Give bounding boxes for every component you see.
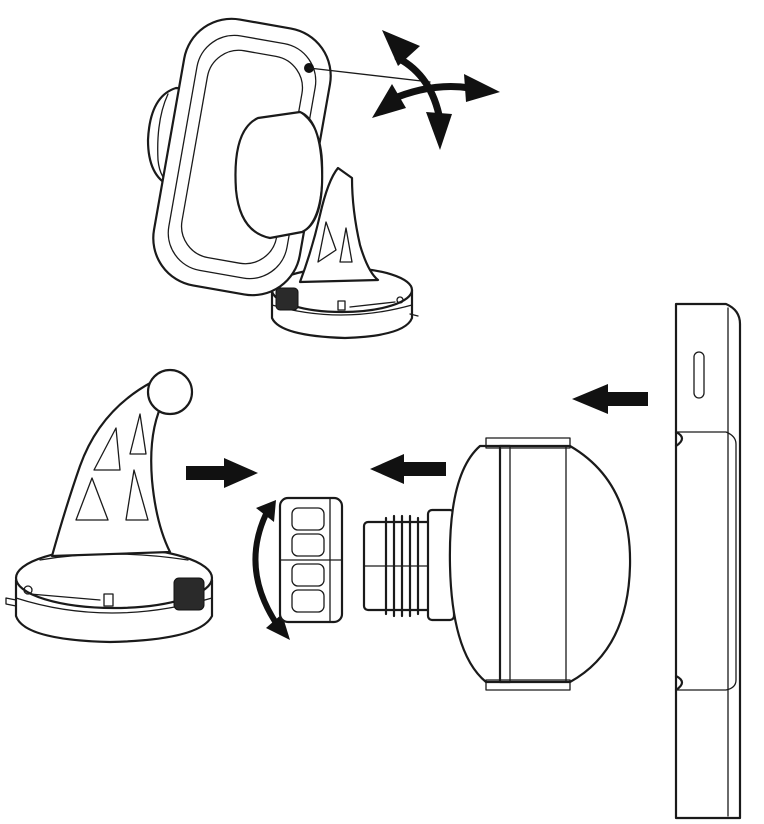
- suction-base-with-ball-arm: [5, 368, 214, 644]
- assembled-phone-holder: [146, 17, 431, 340]
- round-cradle-back: [362, 437, 632, 691]
- rotate-arrows: [372, 30, 500, 150]
- push-right-arrow: [186, 458, 258, 488]
- push-left-arrow-top: [572, 384, 648, 414]
- ball-joint-lock-nut: [278, 496, 344, 624]
- push-left-arrow: [370, 454, 446, 484]
- phone-clamp-side-view: [674, 302, 742, 820]
